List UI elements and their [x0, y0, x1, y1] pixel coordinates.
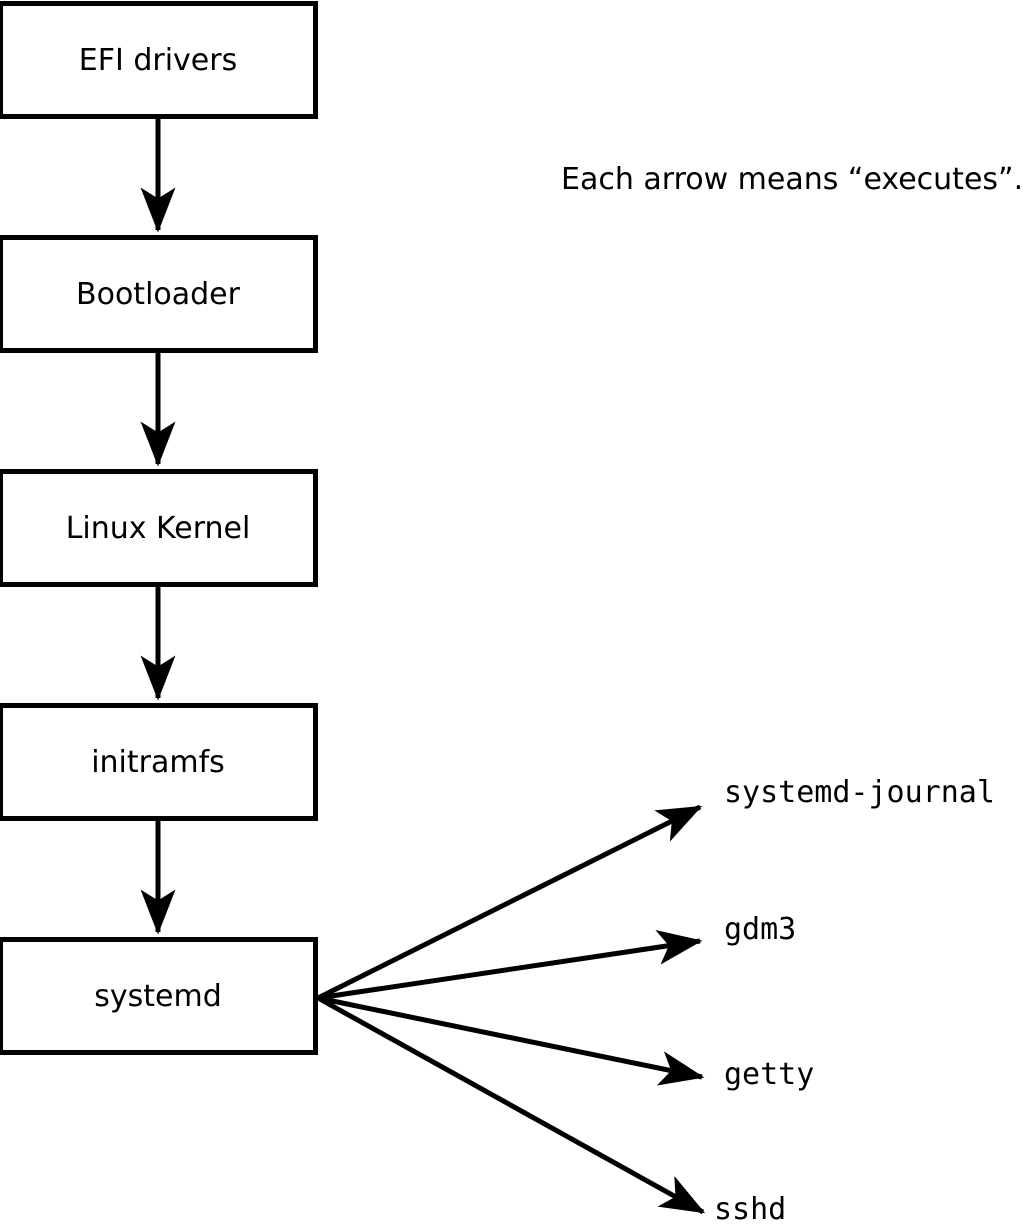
node-systemd: systemd [0, 937, 318, 1055]
node-linux-kernel: Linux Kernel [0, 469, 318, 587]
node-initramfs-label: initramfs [91, 744, 225, 780]
arrow-systemd-to-gdm3 [317, 929, 703, 1001]
arrow-systemd-to-sshd [316, 995, 706, 1215]
arrow-systemd-to-getty [317, 995, 705, 1086]
node-initramfs: initramfs [0, 703, 318, 821]
process-label-gdm3: gdm3 [724, 912, 797, 947]
process-label-getty: getty [724, 1057, 815, 1092]
node-bootloader-label: Bootloader [76, 276, 240, 312]
arrow-systemd-to-journal [316, 804, 703, 1001]
node-linux-kernel-label: Linux Kernel [65, 510, 251, 546]
process-label-sshd: sshd [714, 1192, 787, 1227]
node-systemd-label: systemd [94, 978, 222, 1014]
node-bootloader: Bootloader [0, 235, 318, 353]
legend-note: Each arrow means “executes”. [561, 162, 1023, 197]
node-efi-drivers: EFI drivers [0, 1, 318, 119]
node-efi-drivers-label: EFI drivers [78, 42, 238, 78]
process-label-systemd-journal: systemd-journal [724, 775, 995, 810]
